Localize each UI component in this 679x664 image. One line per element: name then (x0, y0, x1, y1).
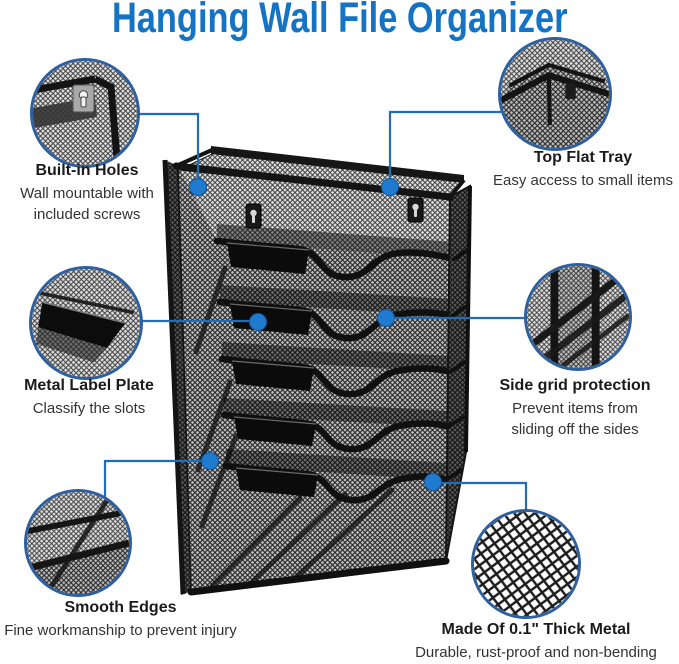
diagonal-braces (193, 265, 395, 589)
page-title: Hanging Wall File Organizer (111, 0, 568, 42)
caption-side-grid-protection: Side grid protection Prevent items from … (482, 377, 668, 440)
tray-right-corner (448, 178, 466, 199)
tray-front-rim (501, 71, 609, 103)
frame-top (33, 75, 96, 94)
pocket-opening (224, 398, 448, 427)
mount-detail-image (33, 61, 137, 165)
tray-front-rail (172, 162, 454, 201)
caption-built-in-holes: Built-in Holes Wall mountable with inclu… (0, 162, 180, 225)
callout-dot-smooth-edges (201, 452, 219, 470)
grid-post (550, 266, 559, 368)
callout-text-line: Fine workmanship to prevent injury (4, 622, 237, 639)
tray-corner-post (546, 75, 552, 126)
callout-circle-built-in-holes (30, 58, 140, 168)
connector-built-in-holes (138, 112, 200, 182)
label-plate (236, 468, 318, 497)
plate-shadow (36, 327, 107, 363)
caption-smooth-edges: Smooth Edges Fine workmanship to prevent… (3, 599, 238, 642)
keyhole-icon (245, 203, 262, 229)
page-title-wrap: Hanging Wall File Organizer (0, 0, 679, 43)
callout-circle-metal-label-plate (29, 266, 143, 380)
mesh-pattern (474, 512, 578, 616)
label-plate (38, 302, 126, 348)
callout-dot-top-flat-tray (381, 178, 399, 196)
callout-heading: Built-in Holes (35, 162, 139, 179)
tray-surface (501, 64, 609, 101)
tray-back-rim (508, 62, 606, 88)
label-plate (234, 417, 316, 446)
keyhole-icon (565, 83, 576, 100)
callout-text-line: Classify the slots (32, 400, 146, 417)
callout-circle-thick-metal (471, 509, 581, 619)
callout-heading: Made Of 0.1" Thick Metal (441, 621, 631, 638)
tray-left-corner (175, 148, 213, 168)
label-plate-highlight (235, 467, 319, 476)
label-plate-highlight (229, 303, 313, 312)
callout-heading: Metal Label Plate (24, 377, 154, 394)
label-plate (230, 304, 312, 335)
edge-brace (44, 498, 110, 594)
pocket-opening (222, 342, 450, 372)
caption-top-flat-tray: Top Flat Tray Easy access to small items (487, 149, 679, 192)
tray-detail-image (501, 40, 609, 148)
wall-file-organizer (162, 146, 472, 596)
frame-corner (93, 75, 121, 160)
callout-circle-smooth-edges (24, 489, 132, 597)
pocket-opening (217, 224, 454, 259)
rail-wire (33, 290, 135, 315)
connector-top-flat-tray (388, 110, 501, 182)
label-plate-highlight (231, 360, 315, 369)
keyhole-icon (407, 197, 424, 223)
callout-heading: Top Flat Tray (533, 149, 633, 166)
plate-highlight (42, 301, 126, 324)
callout-text-line: included screws (33, 205, 141, 223)
callout-text-line: Durable, rust-proof and non-bending (415, 644, 657, 661)
callout-heading: Smooth Edges (64, 599, 177, 616)
callout-text-line: Wall mountable with (20, 185, 154, 202)
label-plate (232, 361, 314, 391)
callout-heading: Side grid protection (499, 377, 651, 394)
callout-text-line: Easy access to small items (492, 172, 674, 189)
callout-dot-thick-metal (424, 473, 442, 491)
connector-thick-metal (440, 481, 528, 512)
grid-diagonal (555, 313, 629, 368)
pocket-opening (226, 449, 446, 480)
edge-rail (27, 539, 129, 572)
callout-text-line: sliding off the sides (511, 420, 639, 438)
callout-text-line: Prevent items from (512, 400, 638, 417)
right-tier-seams (444, 248, 470, 482)
callout-dot-side-grid-protection (377, 309, 395, 327)
callout-dot-metal-label-plate (249, 313, 267, 331)
callout-dot-built-in-holes (189, 178, 207, 196)
keyhole-slot (80, 96, 87, 108)
label-plate-highlight (226, 242, 310, 251)
top-back-rail (211, 146, 464, 183)
bottom-edge (187, 557, 450, 596)
side-grid-detail-image (527, 266, 629, 368)
callout-dots (189, 178, 442, 491)
callout-circle-side-grid-protection (524, 263, 632, 371)
pocket-opening (220, 285, 452, 316)
callout-circle-top-flat-tray (498, 37, 612, 151)
callout-connectors (103, 110, 528, 512)
caption-thick-metal: Made Of 0.1" Thick Metal Durable, rust-p… (398, 621, 674, 664)
left-frame-edge (162, 159, 186, 595)
label-plate-highlight (233, 416, 317, 425)
caption-metal-label-plate: Metal Label Plate Classify the slots (0, 377, 182, 420)
connector-smooth-edges (103, 459, 204, 500)
label-plate-detail-image (32, 269, 140, 377)
label-plate (227, 243, 309, 274)
smooth-edge-detail-image (27, 492, 129, 594)
metal-mesh-detail-image (474, 512, 578, 616)
tray-front-mesh (501, 75, 609, 148)
edge-rail (27, 508, 129, 535)
